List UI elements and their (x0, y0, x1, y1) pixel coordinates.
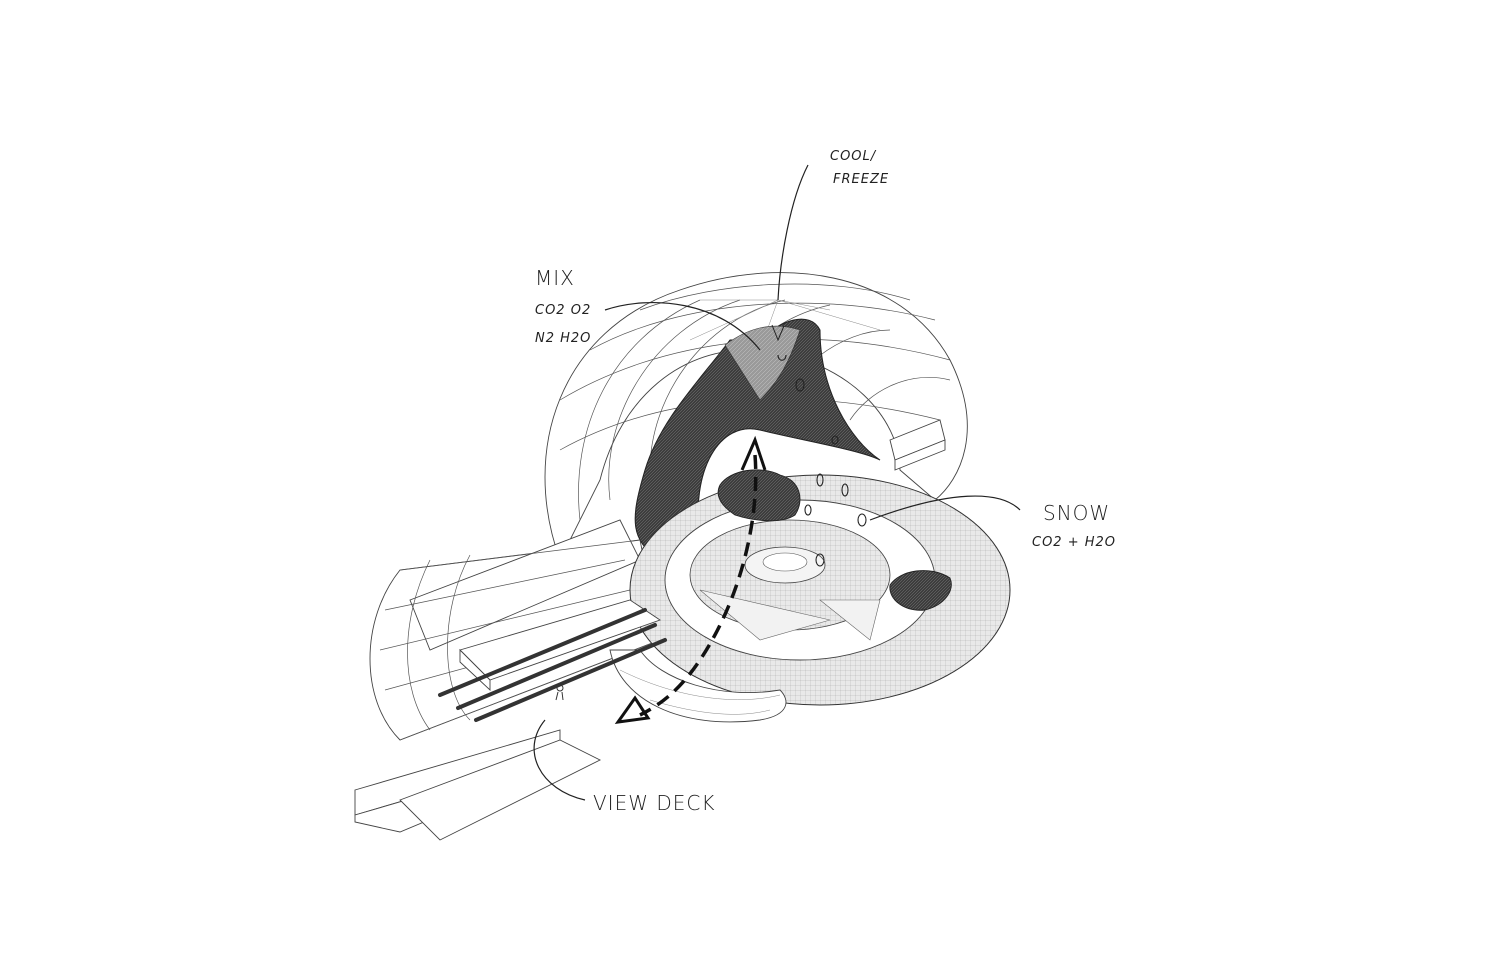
label-view-deck: VIEW DECK (593, 791, 715, 815)
inner-membrane (634, 318, 881, 561)
right-shelf (889, 419, 946, 471)
rock-right (889, 570, 952, 611)
leader-lines (533, 164, 1021, 801)
label-freeze: FREEZE (833, 172, 889, 187)
label-cool: COOL/ (830, 149, 877, 164)
particles (777, 354, 867, 567)
label-snow-line1: CO2 + H2O (1032, 535, 1116, 550)
label-mix-line2: N2 H2O (535, 331, 591, 346)
pipes (438, 608, 667, 722)
rock-left (717, 469, 801, 522)
lower-shell (609, 649, 787, 723)
annotation-snow: SNOW CO2 + H2O (1032, 501, 1116, 550)
label-mix-line1: CO2 O2 (535, 303, 591, 318)
annotation-view-deck: VIEW DECK (593, 791, 715, 815)
person-figure (555, 684, 564, 701)
label-snow-title: SNOW (1043, 501, 1110, 525)
ring-platform (629, 474, 1011, 706)
flow-arrow (614, 435, 767, 724)
annotation-mix: MIX CO2 O2 N2 H2O (535, 266, 591, 346)
view-deck-boxes (354, 599, 661, 841)
annotation-cool-freeze: COOL/ FREEZE (830, 149, 889, 187)
label-mix-title: MIX (535, 266, 575, 290)
